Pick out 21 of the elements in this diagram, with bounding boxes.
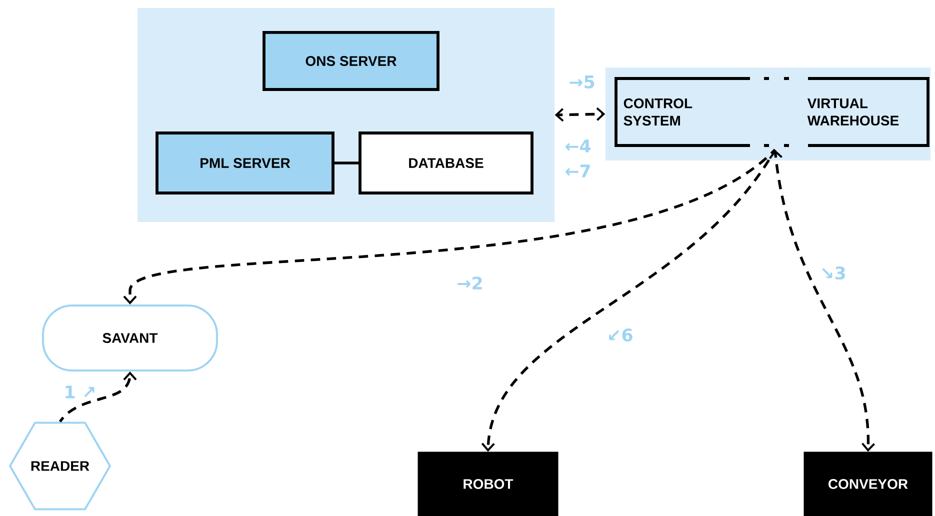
database-box: DATABASE — [358, 132, 534, 194]
step-number: →2 — [458, 276, 482, 290]
connector — [769, 150, 875, 452]
system-box: CONTROL SYSTEM VIRTUAL WAREHOUSE — [614, 77, 930, 147]
step-number: 1 ↗ — [66, 386, 94, 398]
connector — [59, 372, 137, 423]
connector — [334, 162, 359, 164]
device-box: CONVEYOR — [804, 452, 932, 516]
step-number: ←4 — [566, 140, 590, 152]
connector — [554, 107, 606, 122]
server-box: PML SERVER — [156, 132, 334, 194]
device-box: ROBOT — [418, 452, 558, 516]
step-number: ↘3 — [822, 266, 845, 280]
connector — [123, 148, 776, 304]
connector — [481, 149, 776, 452]
step-number: ↙6 — [609, 328, 632, 342]
rounded-box: SAVANT — [42, 304, 218, 372]
step-number: →5 — [570, 76, 594, 88]
server-box: ONS SERVER — [262, 31, 440, 91]
step-number: ←7 — [566, 164, 590, 178]
panel-background — [605, 67, 931, 161]
